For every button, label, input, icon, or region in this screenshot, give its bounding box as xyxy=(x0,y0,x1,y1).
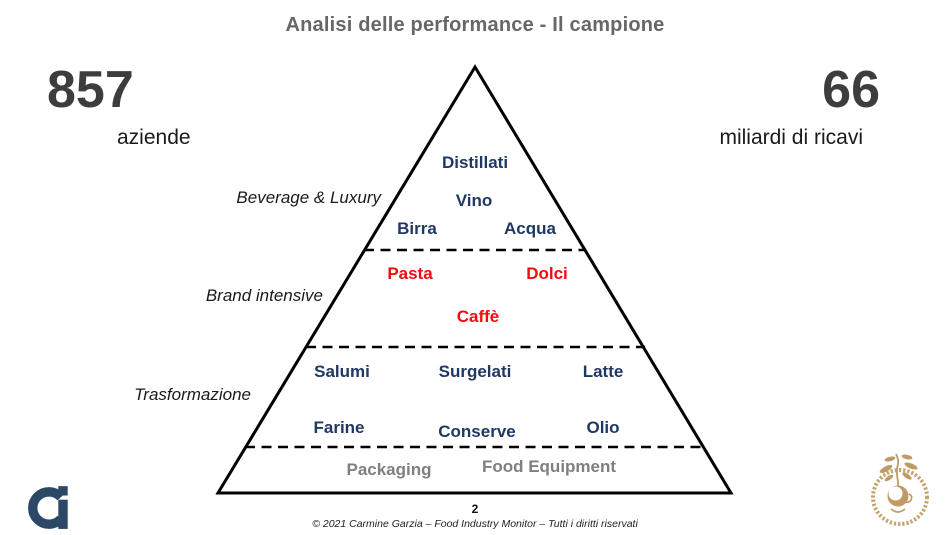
tier-label-trasformazione: Trasformazione xyxy=(134,385,251,404)
ci-logo-c-arc xyxy=(28,487,65,529)
companies-count: 857 xyxy=(47,61,134,119)
pyramid-label-pasta: Pasta xyxy=(387,264,433,283)
companies-count-label: aziende xyxy=(117,126,191,149)
pyramid-label-distillati: Distillati xyxy=(441,153,509,172)
pyramid-label-olio: Olio xyxy=(586,418,620,437)
slide-title: Analisi delle performance - Il campione xyxy=(285,14,665,36)
revenue-count-label: miliardi di ricavi xyxy=(719,126,863,149)
pyramid-label-acqua: Acqua xyxy=(504,219,556,238)
pyramid-outline xyxy=(215,64,734,495)
pyramid-label-conserve: Conserve xyxy=(438,422,516,441)
ci-logo-i-stem xyxy=(58,499,68,529)
ci-logo-i-dot xyxy=(58,486,68,496)
pyramid-label-caffe: Caffè xyxy=(456,307,500,326)
pyramid-label-latte: Latte xyxy=(582,362,624,381)
emblem-plant-illustration xyxy=(879,453,918,513)
pyramid-label-dolci: Dolci xyxy=(526,264,568,283)
pyramid-label-farine: Farine xyxy=(313,418,365,437)
pyramid-label-food-equipment: Food Equipment xyxy=(481,457,617,476)
pyramid-label-salumi: Salumi xyxy=(314,362,370,381)
pyramid-label-packaging: Packaging xyxy=(346,460,432,479)
emblem-circular-text-ring xyxy=(871,468,929,526)
ci-monogram-logo xyxy=(28,486,68,529)
tier-label-brand-intensive: Brand intensive xyxy=(205,286,323,305)
revenue-count: 66 xyxy=(822,61,880,119)
pyramid-label-vino: Vino xyxy=(455,191,493,210)
tier-label-beverage-luxury: Beverage & Luxury xyxy=(236,188,381,207)
gastronomy-university-emblem xyxy=(871,453,929,526)
pyramid-label-birra: Birra xyxy=(397,219,437,238)
copyright-text: © 2021 Carmine Garzia – Food Industry Mo… xyxy=(312,518,638,530)
page-number: 2 xyxy=(471,502,479,516)
pyramid-label-surgelati: Surgelati xyxy=(438,362,512,381)
